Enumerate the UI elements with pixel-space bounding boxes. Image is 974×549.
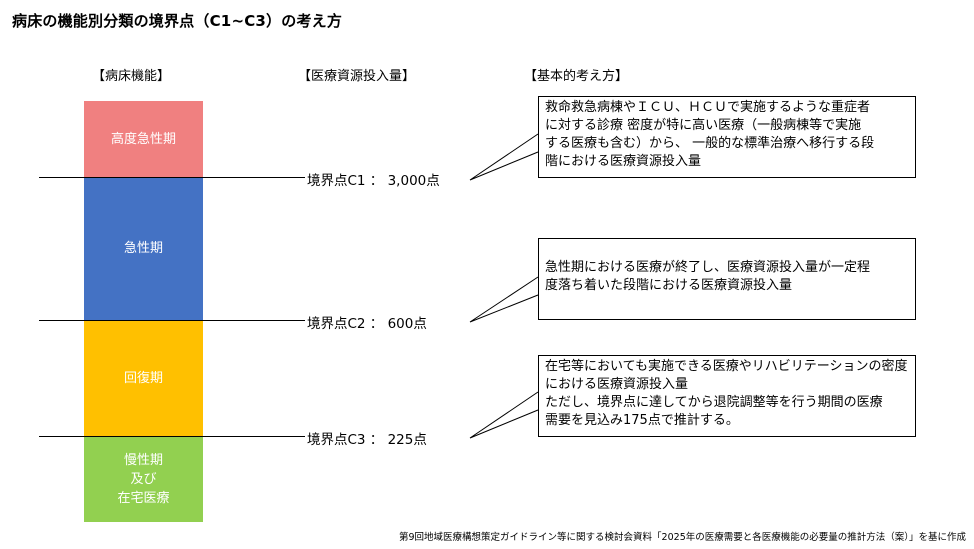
- callout-c3: 在宅等においても実施できる医療やリハビリテーションの密度 における医療資源投入量…: [538, 355, 916, 437]
- header-basic-concept: 【基本的考え方】: [524, 69, 629, 84]
- boundary-label-c3: 境界点C3 ： 225点: [307, 432, 427, 448]
- callout-pointer-c1: [469, 133, 539, 181]
- boundary-label-c2: 境界点C2 ： 600点: [307, 316, 427, 332]
- callout-c2: 急性期における医療が終了し、医療資源投入量が一定程 度落ち着いた段階における医療…: [538, 238, 916, 320]
- callout-pointer-c3: [469, 391, 539, 439]
- boundary-line-c2: [39, 320, 305, 321]
- source-note: 第9回地域医療構想策定ガイドライン等に関する検討会資料「2025年の医療需要と各…: [399, 532, 966, 543]
- page-title: 病床の機能別分類の境界点（C1~C3）の考え方: [12, 12, 343, 30]
- callout-c1: 救命救急病棟やＩＣＵ、ＨＣＵで実施するような重症者 に対する診療 密度が特に高い…: [538, 96, 916, 178]
- segment-high-acute: 高度急性期: [84, 101, 203, 177]
- header-resource-amount: 【医療資源投入量】: [298, 69, 416, 84]
- header-bed-function: 【病床機能】: [92, 69, 171, 84]
- boundary-label-c1: 境界点C1 ： 3,000点: [307, 173, 440, 189]
- segment-chronic-home: 慢性期 及び 在宅医療: [84, 436, 203, 522]
- boundary-line-c3: [39, 436, 305, 437]
- segment-recovery: 回復期: [84, 320, 203, 436]
- boundary-line-c1: [39, 177, 305, 178]
- segment-acute: 急性期: [84, 177, 203, 320]
- callout-pointer-c2: [469, 276, 539, 323]
